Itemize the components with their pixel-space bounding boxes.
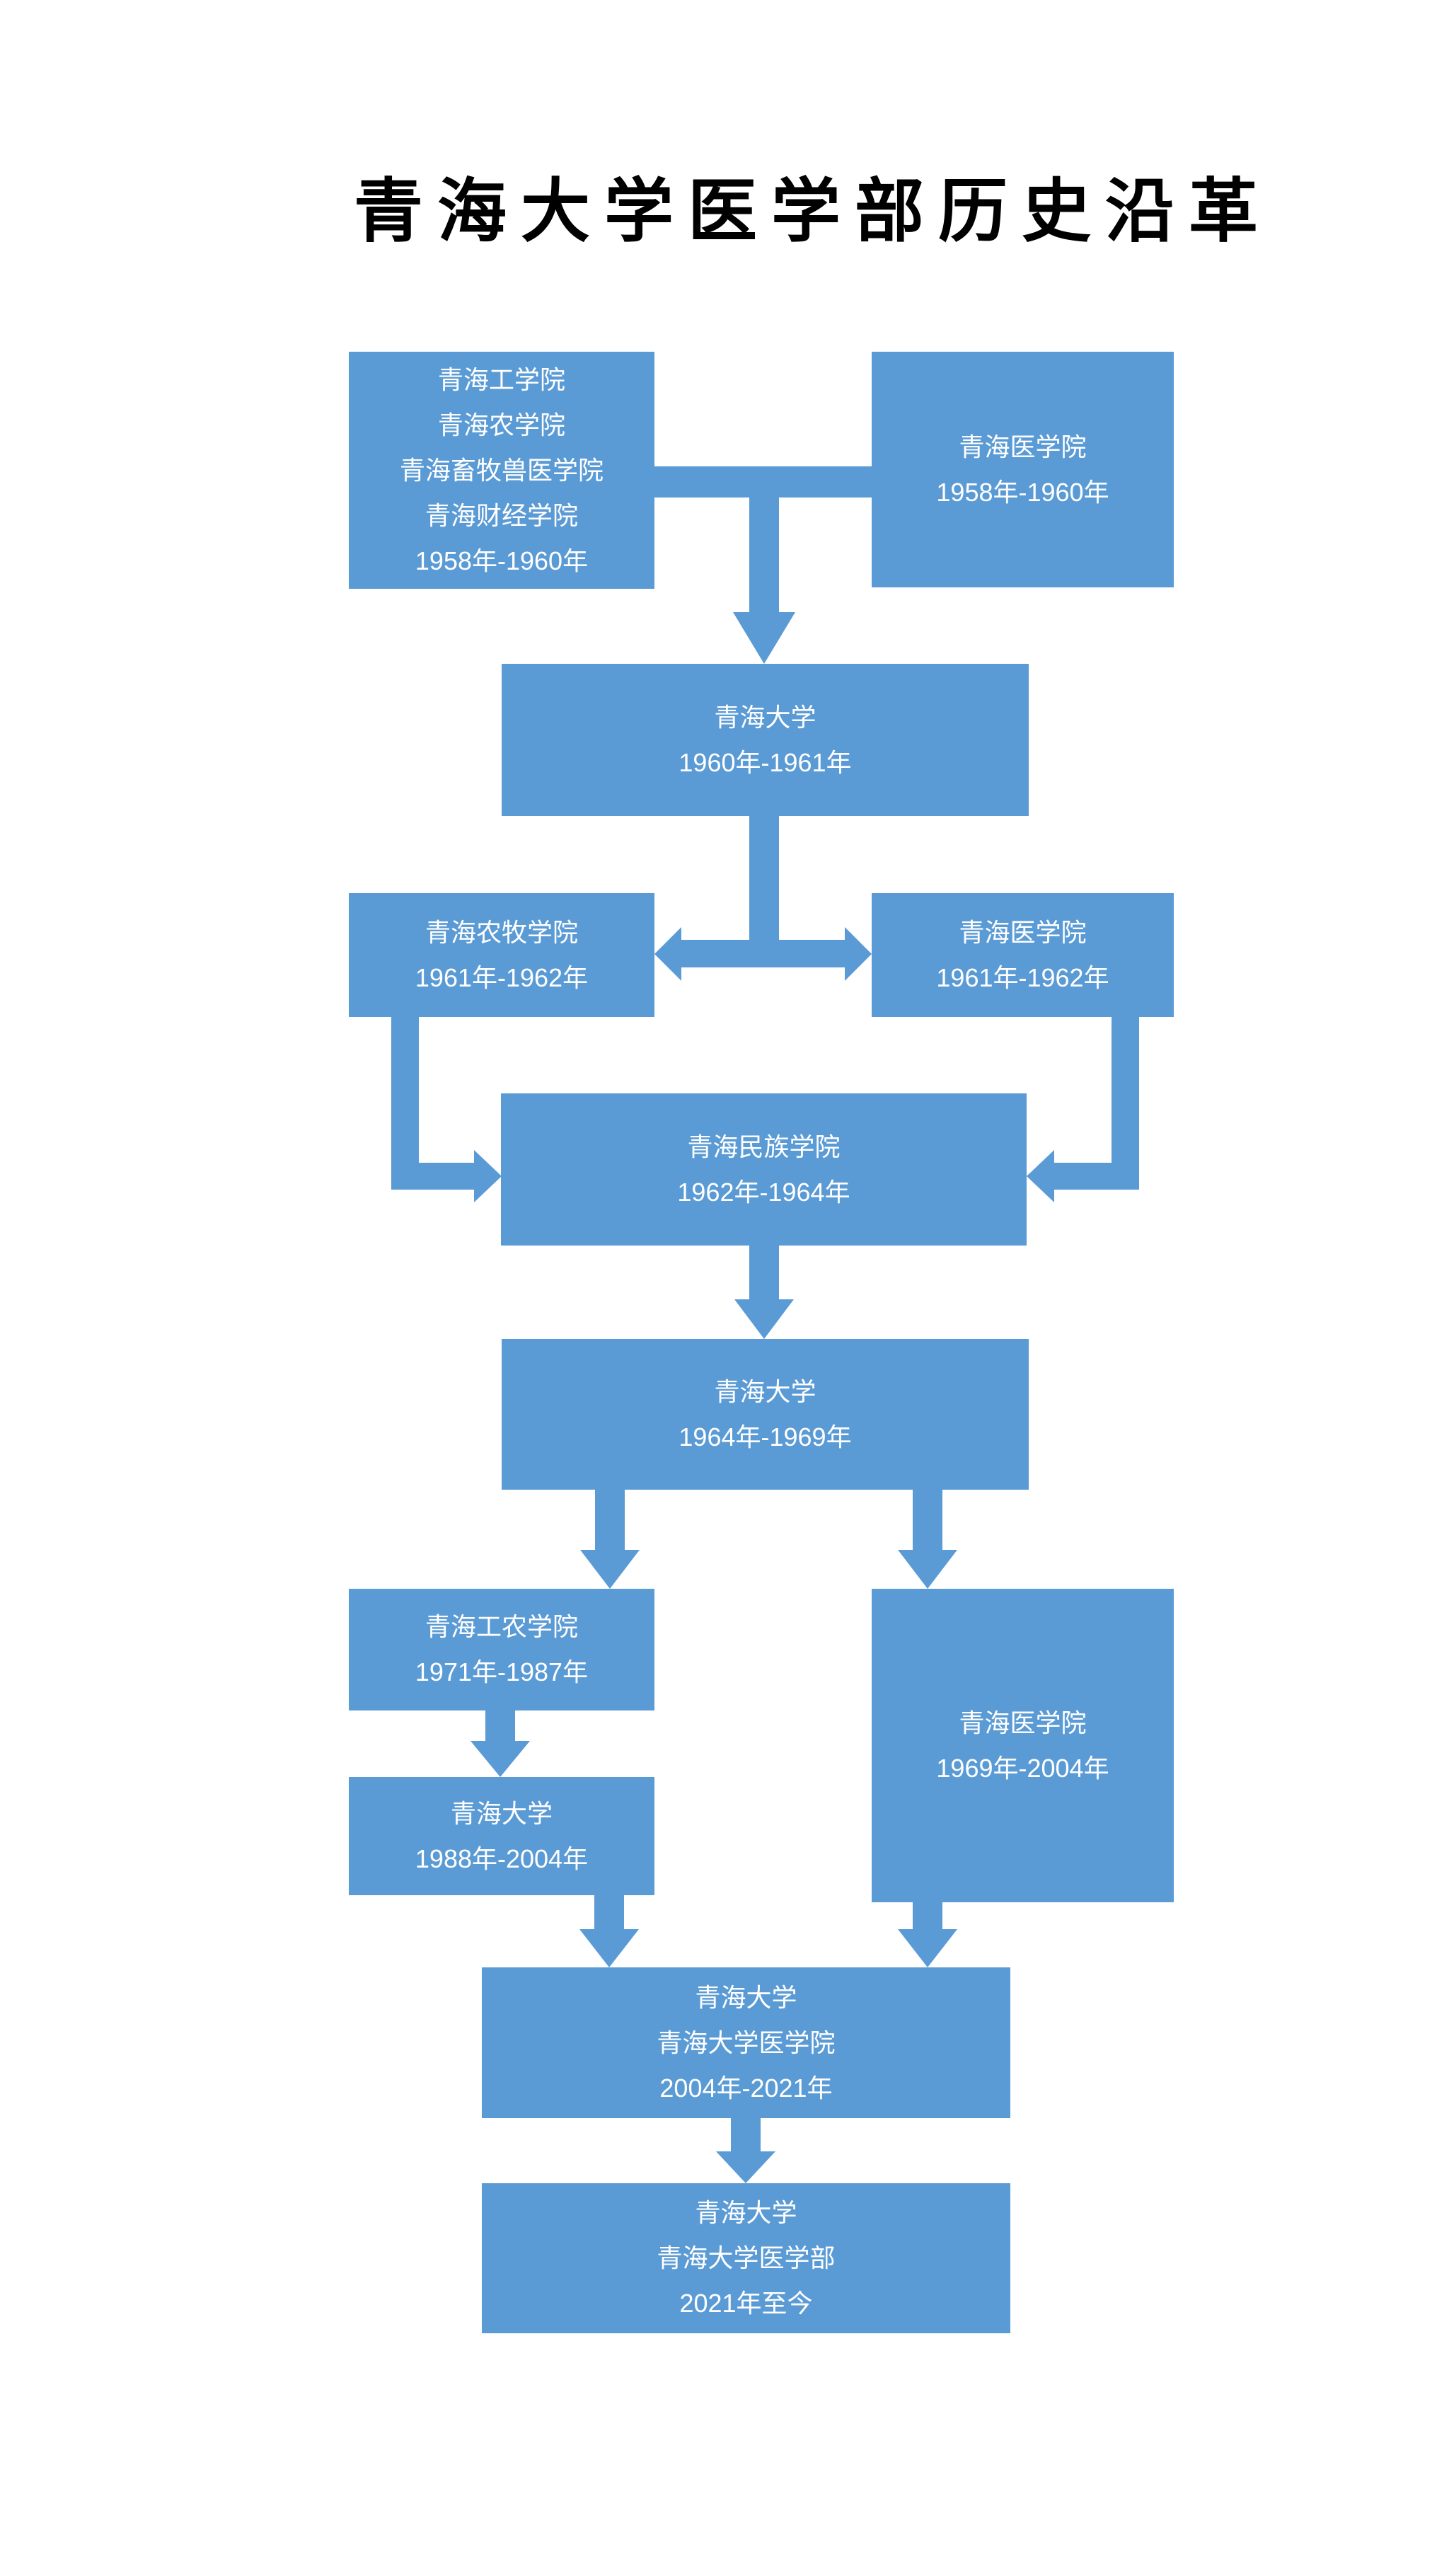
node-line: 2021年至今 bbox=[679, 2289, 813, 2318]
node-line: 青海大学 bbox=[695, 2198, 797, 2227]
node-line: 1958年-1960年 bbox=[936, 477, 1109, 507]
node-line: 1988年-2004年 bbox=[415, 1844, 589, 1873]
edge-qhu-med-shaft bbox=[913, 1490, 942, 1550]
node-line: 青海大学 bbox=[450, 1798, 553, 1828]
node-line: 青海大学医学院 bbox=[657, 2028, 836, 2057]
node-merge-1958: 青海工学院 青海农学院 青海畜牧兽医学院 青海财经学院 1958年-1960年 bbox=[349, 352, 654, 589]
arrowhead-down-icon bbox=[471, 1741, 530, 1777]
node-line: 青海医学院 bbox=[959, 432, 1087, 461]
arrowhead-down-icon bbox=[898, 1550, 957, 1589]
node-line: 青海大学医学部 bbox=[657, 2243, 836, 2272]
arrowhead-down-icon bbox=[733, 612, 795, 664]
node-line: 青海大学 bbox=[714, 702, 816, 732]
node-line: 青海民族学院 bbox=[687, 1132, 841, 1161]
edge-med69-2004-shaft bbox=[913, 1902, 942, 1929]
node-line: 青海畜牧兽医学院 bbox=[399, 455, 604, 485]
node-line: 青海工学院 bbox=[437, 364, 565, 394]
node-medical-1961: 青海医学院 1961年-1962年 bbox=[872, 893, 1174, 1017]
edge-left-elbow-arm bbox=[391, 1163, 474, 1190]
node-line: 青海农牧学院 bbox=[425, 917, 578, 947]
node-line: 2004年-2021年 bbox=[659, 2073, 833, 2103]
arrowhead-left-icon bbox=[654, 927, 681, 981]
node-line: 1961年-1962年 bbox=[415, 962, 589, 992]
edge-right-elbow-arm bbox=[1054, 1163, 1139, 1190]
node-qhu-1988: 青海大学 1988年-2004年 bbox=[349, 1777, 654, 1895]
node-medical-1958: 青海医学院 1958年-1960年 bbox=[872, 352, 1174, 587]
node-line: 青海医学院 bbox=[959, 1708, 1087, 1737]
arrowhead-right-icon bbox=[845, 927, 872, 981]
arrowhead-down-icon bbox=[734, 1299, 794, 1339]
node-medical-1969: 青海医学院 1969年-2004年 bbox=[872, 1589, 1174, 1902]
node-line: 1958年-1960年 bbox=[415, 546, 589, 575]
arrowhead-left-icon bbox=[1027, 1150, 1054, 1202]
node-minzu-1962: 青海民族学院 1962年-1964年 bbox=[501, 1093, 1027, 1246]
node-line: 青海财经学院 bbox=[425, 500, 578, 530]
page-title: 青海大学医学部历史沿革 bbox=[354, 174, 1273, 251]
node-nongmu-1961: 青海农牧学院 1961年-1962年 bbox=[349, 893, 654, 1017]
edge-mz-qhu-shaft bbox=[749, 1246, 779, 1299]
edge-2004-2021-shaft bbox=[731, 2118, 761, 2151]
node-line: 1961年-1962年 bbox=[936, 962, 1109, 992]
node-line: 青海农学院 bbox=[437, 410, 565, 439]
node-line: 1964年-1969年 bbox=[679, 1422, 852, 1451]
node-line: 1971年-1987年 bbox=[415, 1657, 589, 1686]
edge-right-elbow-vbar bbox=[1112, 1017, 1139, 1190]
node-line: 1962年-1964年 bbox=[677, 1177, 850, 1207]
arrowhead-down-icon bbox=[580, 1550, 640, 1589]
node-line: 青海医学院 bbox=[959, 917, 1087, 947]
arrowhead-down-icon bbox=[579, 1929, 639, 1967]
arrowhead-down-icon bbox=[898, 1929, 957, 1967]
edge-gn-qhu88-shaft bbox=[485, 1710, 515, 1741]
node-qhu-1960: 青海大学 1960年-1961年 bbox=[502, 664, 1029, 816]
node-final-2021: 青海大学 青海大学医学部 2021年至今 bbox=[482, 2183, 1010, 2333]
node-line: 青海大学 bbox=[695, 1982, 797, 2012]
arrowhead-down-icon bbox=[716, 2151, 775, 2183]
node-gongnong-1971: 青海工农学院 1971年-1987年 bbox=[349, 1589, 654, 1710]
node-line: 青海大学 bbox=[714, 1376, 816, 1406]
node-line: 青海工农学院 bbox=[425, 1612, 578, 1641]
node-merged-2004: 青海大学 青海大学医学院 2004年-2021年 bbox=[482, 1967, 1010, 2118]
edge-1958-merge-shaft bbox=[749, 466, 779, 612]
edge-split-hbar bbox=[681, 940, 845, 967]
arrowhead-right-icon bbox=[474, 1150, 502, 1202]
node-qhu-1964: 青海大学 1964年-1969年 bbox=[502, 1339, 1029, 1490]
node-line: 1960年-1961年 bbox=[679, 747, 852, 777]
node-line: 1969年-2004年 bbox=[936, 1753, 1109, 1783]
edge-left-elbow-vbar bbox=[391, 1017, 419, 1190]
edge-qhu-gn-shaft bbox=[595, 1490, 625, 1550]
edge-qhu88-2004-shaft bbox=[594, 1895, 624, 1929]
